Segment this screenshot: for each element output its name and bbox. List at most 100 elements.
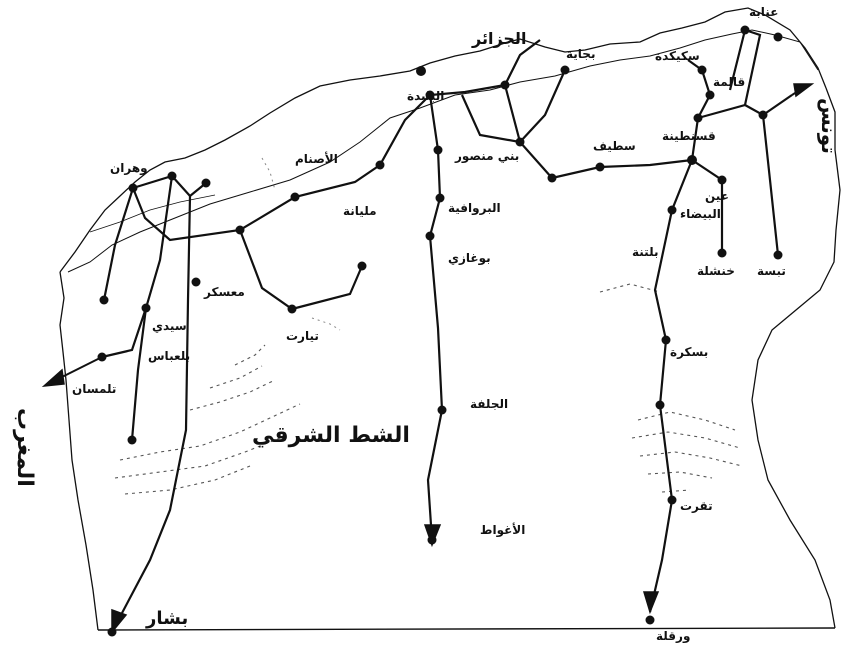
- dot-tebessa: [773, 250, 783, 260]
- dot-setif: [595, 162, 605, 172]
- arrow-west: [59, 356, 103, 379]
- dot-annaba2: [773, 32, 783, 42]
- label-khenchela: خنشلة: [697, 264, 735, 278]
- label-blida: البليدة: [407, 89, 444, 103]
- dot-biskra: [661, 335, 671, 345]
- dot-guelma: [705, 90, 715, 100]
- dot-sba-west: [99, 295, 109, 305]
- dot-laghouat: [427, 535, 437, 545]
- dot-mascara: [191, 277, 201, 287]
- dot-ainbeida: [717, 175, 727, 185]
- dot-mohammadia: [201, 178, 211, 188]
- label-mascara: معسكر: [203, 285, 245, 299]
- border-east: [751, 87, 841, 629]
- dot-tebessa-junction: [758, 110, 768, 120]
- label-ouargla: ورقلة: [656, 629, 690, 644]
- inner-coast-line: [89, 194, 216, 233]
- label-tiaret: تيارت: [286, 329, 319, 343]
- dot-sba-south: [127, 435, 137, 445]
- label-tlemcen: تلمسان: [72, 382, 116, 396]
- rail-oran: [102, 187, 135, 301]
- dot-tlemcen: [97, 352, 107, 362]
- label-bouira: البروافية: [448, 201, 501, 216]
- label-morocco: المغرب: [12, 408, 37, 487]
- arrow-bechar-head: [111, 608, 128, 635]
- dot-touggourt: [667, 495, 677, 505]
- arrow-west-head: [41, 368, 65, 387]
- dot-bechar: [107, 627, 117, 637]
- dot-djelfa: [437, 405, 447, 415]
- label-batna: بلتنة: [632, 245, 658, 259]
- dot-khenchela: [717, 248, 727, 258]
- arrow-laghouat-head: [423, 524, 442, 548]
- arrow-tunisia-head: [793, 83, 815, 98]
- dot-tiaret: [287, 304, 297, 314]
- rail-biskra: [648, 159, 694, 613]
- dot-constantine: [693, 113, 703, 123]
- dot-biskra-south: [655, 400, 665, 410]
- label-guelma: قالمة: [713, 75, 745, 89]
- dot-alger: [416, 66, 426, 76]
- dot-alger-east: [500, 80, 510, 90]
- label-boughari: بوغازي: [448, 251, 491, 266]
- label-miliana: مليانة: [343, 204, 377, 218]
- label-djelfa: الجلفة: [470, 397, 508, 411]
- label-ainbeida-1: عين: [705, 189, 729, 203]
- rail-djelfa: [426, 94, 444, 541]
- rail-constantine-skikda: [687, 59, 712, 161]
- border-south: [97, 627, 836, 631]
- place-labels: عنابة سكيكدة قالمة الجزائر بجاية البليدة…: [12, 5, 841, 644]
- border-west: [59, 271, 99, 631]
- label-bechar: بشار: [145, 608, 188, 629]
- label-bejaia: بجاية: [566, 47, 595, 61]
- label-sba-2: بلعباس: [148, 349, 190, 363]
- label-skikda: سكيكدة: [655, 49, 700, 63]
- label-touggourt: تقرت: [680, 499, 713, 513]
- arrow-heads: [41, 83, 815, 635]
- label-sba-1: سيدي: [152, 319, 187, 333]
- label-annaba: عنابة: [749, 5, 778, 19]
- dot-bordj: [515, 137, 525, 147]
- rail-tebessa: [744, 94, 793, 117]
- dot-asnam: [290, 192, 300, 202]
- label-laghouat: الأغواط: [480, 522, 525, 538]
- station-dots: [97, 25, 783, 637]
- dot-batna: [667, 205, 677, 215]
- rail-setif: [460, 94, 693, 180]
- dot-skikda: [697, 65, 707, 75]
- label-oran: وهران: [110, 161, 148, 176]
- label-biskra: بسكرة: [670, 345, 708, 359]
- rail-bejaia: [503, 69, 567, 145]
- label-setif: سطيف: [593, 139, 636, 153]
- dot-relizane: [235, 225, 245, 235]
- label-constantine: قسنطينة: [662, 129, 716, 143]
- dot-bejaia: [560, 65, 570, 75]
- label-asnam: الأصنام: [295, 151, 338, 167]
- chott-area-east: [599, 283, 743, 493]
- arrow-ouargla-head: [642, 591, 660, 615]
- label-tebessa: تبسة: [757, 264, 786, 278]
- tell-atlas-line: [67, 29, 819, 273]
- dot-oran-east: [167, 171, 177, 181]
- label-ainbeida-2: البيضاء: [680, 207, 721, 221]
- dot-sba: [141, 303, 151, 313]
- rail-oran-east: [132, 174, 207, 198]
- dot-bouira: [433, 145, 443, 155]
- dot-tiaret-east: [357, 261, 367, 271]
- dot-setif-west: [547, 173, 557, 183]
- rail-sba-south: [130, 307, 148, 441]
- railway-lines: [101, 28, 793, 633]
- dot-blida: [425, 90, 435, 100]
- dot-junction-east: [687, 155, 697, 165]
- chott-area-west: [114, 344, 301, 495]
- label-alger: الجزائر: [471, 29, 526, 48]
- dotted-marks-north: [261, 157, 341, 331]
- rail-tebessa-south: [761, 114, 780, 256]
- dot-boughari: [425, 231, 435, 241]
- dot-ouargla: [645, 615, 655, 625]
- dot-oran: [128, 183, 138, 193]
- dot-miliana: [375, 160, 385, 170]
- rail-tiaret: [238, 229, 364, 311]
